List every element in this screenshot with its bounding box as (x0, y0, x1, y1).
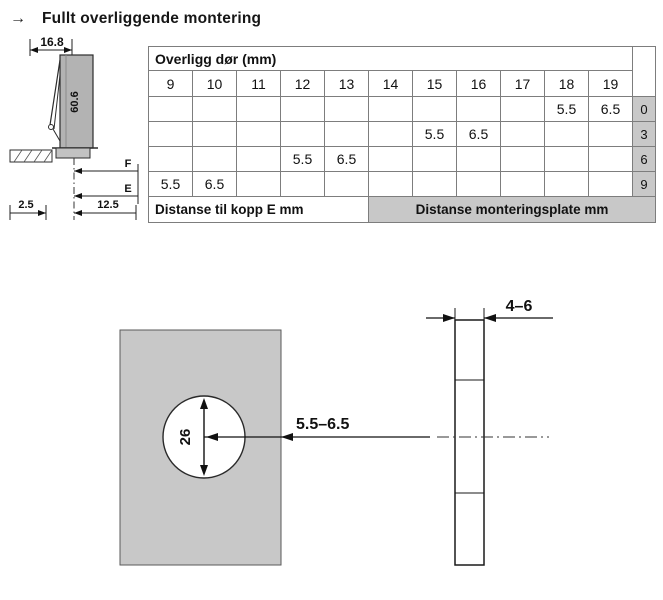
column-header: 10 (192, 70, 237, 97)
dim-e-label: E (124, 183, 131, 195)
plate-thickness-dimension: 4–6 (426, 298, 553, 322)
value-cell (412, 96, 457, 122)
value-cell (324, 96, 369, 122)
section-header: → Fullt overliggende montering (10, 10, 261, 28)
value-cell (544, 146, 589, 172)
table-row: 5.5 6.5 9 (148, 171, 656, 197)
edge-distance-dimension: 5.5–6.5 (204, 416, 430, 441)
hinge-body: 60.6 (48, 54, 94, 149)
column-header: 9 (148, 70, 193, 97)
plate-distance-cell: 9 (632, 171, 656, 197)
value-cell (500, 96, 545, 122)
value-cell: 5.5 (148, 171, 193, 197)
value-cell: 5.5 (280, 146, 325, 172)
value-cell (192, 121, 237, 147)
dim-f-label: F (125, 158, 132, 170)
mounting-plate-side-view (437, 319, 549, 566)
value-cell (544, 171, 589, 197)
door-thickness-dimension: 16.8 (29, 35, 73, 56)
value-cell (148, 146, 193, 172)
value-cell: 6.5 (456, 121, 501, 147)
cabinet-panel (9, 149, 53, 163)
value-cell (412, 171, 457, 197)
plate-thickness-label: 4–6 (506, 298, 533, 315)
value-cell (148, 121, 193, 147)
table-row: 5.5 6.5 6 (148, 146, 656, 172)
hinge-section-drawing: 16.8 60.6 (9, 35, 139, 220)
dim-2-5-label: 2.5 (18, 199, 33, 211)
value-cell (236, 96, 281, 122)
value-cell (368, 171, 413, 197)
column-header: 17 (500, 70, 545, 97)
column-header: 16 (456, 70, 501, 97)
dim-top-label: 16.8 (40, 35, 64, 49)
dimension-e: E (74, 183, 138, 199)
value-cell: 5.5 (544, 96, 589, 122)
value-cell (412, 146, 457, 172)
dimension-12-5: 12.5 (74, 199, 137, 220)
table-row: 5.5 6.5 0 (148, 96, 656, 122)
value-cell (148, 96, 193, 122)
dimension-f: F (74, 158, 138, 174)
dimension-2-5: 2.5 (9, 199, 47, 220)
table-footer-row: Distanse til kopp E mm Distanse monterin… (148, 196, 656, 223)
table-title: Overligg dør (mm) (148, 46, 633, 71)
value-cell (500, 171, 545, 197)
value-cell (456, 96, 501, 122)
column-header: 19 (588, 70, 633, 97)
value-cell (280, 96, 325, 122)
cup-diameter-label: 26 (177, 429, 194, 446)
edge-distance-label: 5.5–6.5 (296, 416, 349, 433)
value-cell (280, 171, 325, 197)
value-cell (236, 121, 281, 147)
value-cell: 6.5 (588, 96, 633, 122)
table-title-row: Overligg dør (mm) (148, 46, 656, 97)
value-cell (456, 146, 501, 172)
value-cell (500, 121, 545, 147)
value-cell (588, 121, 633, 147)
value-cell: 6.5 (192, 171, 237, 197)
value-cell (324, 121, 369, 147)
plate-distance-cell: 3 (632, 121, 656, 147)
value-cell (368, 121, 413, 147)
column-header: 15 (412, 70, 457, 97)
value-cell (324, 171, 369, 197)
column-header: 18 (544, 70, 589, 97)
dim-12-5-label: 12.5 (97, 199, 118, 211)
table-row: 5.5 6.5 3 (148, 121, 656, 147)
page-title: Fullt overliggende montering (42, 10, 262, 27)
value-cell (456, 171, 501, 197)
plate-distance-cell: 0 (632, 96, 656, 122)
footer-cup-distance-label: Distanse til kopp E mm (148, 196, 369, 223)
arrow-icon: → (10, 10, 26, 27)
value-cell (280, 121, 325, 147)
value-cell: 5.5 (412, 121, 457, 147)
value-cell (236, 146, 281, 172)
value-cell (192, 146, 237, 172)
value-cell (192, 96, 237, 122)
mounting-drawing: 26 5.5–6.5 4–6 (119, 298, 553, 566)
value-cell (368, 146, 413, 172)
footer-plate-distance-label: Distanse monteringsplate mm (368, 196, 656, 223)
corner-cell (632, 46, 656, 97)
column-header: 11 (236, 70, 281, 97)
overlay-table: Overligg dør (mm) 9 10 11 12 13 14 15 16… (148, 46, 656, 223)
hinge-cup (52, 147, 98, 159)
value-cell (588, 171, 633, 197)
value-cell (236, 171, 281, 197)
value-cell (500, 146, 545, 172)
dim-height-label: 60.6 (69, 91, 81, 112)
value-cell (368, 96, 413, 122)
column-header: 14 (368, 70, 413, 97)
value-cell: 6.5 (324, 146, 369, 172)
column-header: 13 (324, 70, 369, 97)
plate-distance-cell: 6 (632, 146, 656, 172)
column-header: 12 (280, 70, 325, 97)
column-header-row: 9 10 11 12 13 14 15 16 17 18 19 (148, 70, 656, 97)
value-cell (588, 146, 633, 172)
value-cell (544, 121, 589, 147)
